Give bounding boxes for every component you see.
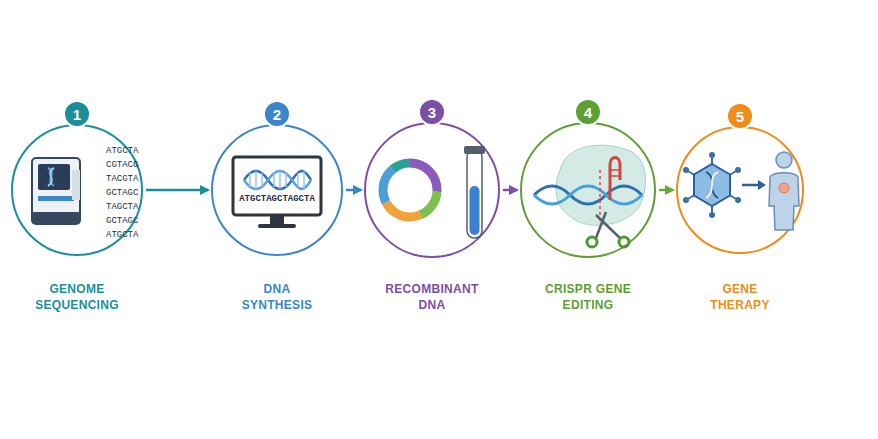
- step-circle: CRISPR GENE EDITING4: [520, 122, 656, 258]
- step-number-badge: 2: [263, 100, 291, 128]
- step-number-badge: 1: [63, 100, 91, 128]
- step-number-badge: 3: [418, 98, 446, 126]
- step-number: 2: [273, 106, 281, 123]
- flow-arrow: [659, 189, 673, 192]
- step-circle: GENE THERAPY5: [676, 126, 804, 254]
- sequence-text: ATGCTA: [106, 230, 138, 240]
- step-label: GENOME SEQUENCING: [22, 281, 132, 313]
- monitor-sequence: ATGCTAGCTAGCTA: [239, 194, 315, 204]
- sequence-text: TAGCTA: [106, 202, 138, 212]
- step-number: 5: [736, 108, 744, 125]
- step-number: 3: [428, 104, 436, 121]
- step-label: GENE THERAPY: [704, 281, 776, 313]
- step-circle: DNA SYNTHESIS2: [211, 124, 343, 256]
- step-number-badge: 4: [574, 98, 602, 126]
- step-number: 4: [584, 104, 592, 121]
- step-circle: RECOMBINANT DNA3: [364, 122, 500, 258]
- step-number-badge: 5: [726, 102, 754, 130]
- step-label: CRISPR GENE EDITING: [542, 281, 634, 313]
- flow-arrow: [346, 189, 361, 192]
- sequence-text: GCTAGC: [106, 188, 138, 198]
- flow-arrow: [503, 189, 517, 192]
- flow-arrow: [146, 189, 208, 192]
- sequence-text: ATGCTA: [106, 146, 138, 156]
- sequence-text: CGTACG: [106, 160, 138, 170]
- sequence-text: GCTAGC: [106, 216, 138, 226]
- step-label: RECOMBINANT DNA: [382, 281, 482, 313]
- sequence-text: TACGTA: [106, 174, 138, 184]
- step-label: DNA SYNTHESIS: [239, 281, 315, 313]
- step-number: 1: [73, 106, 81, 123]
